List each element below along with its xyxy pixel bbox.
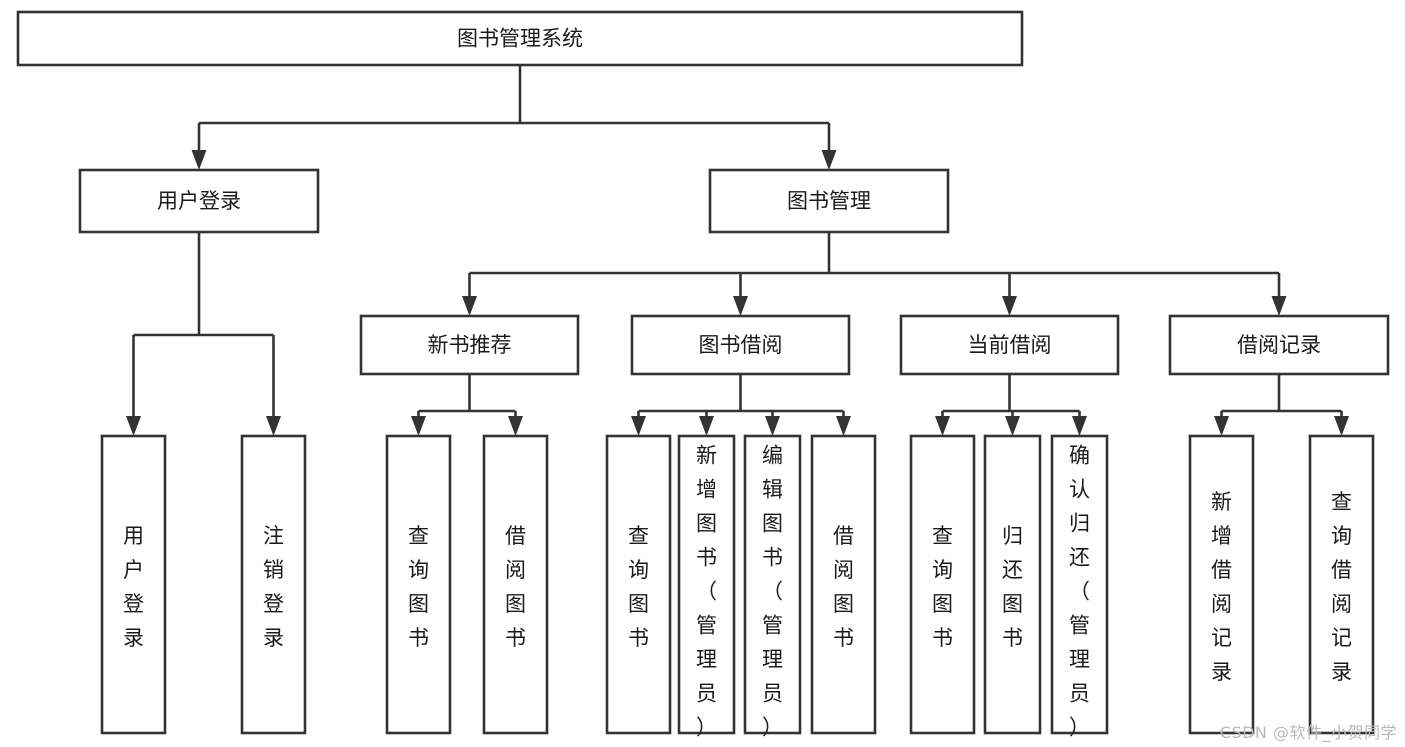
arrow-head-icon bbox=[1214, 416, 1229, 436]
node-label: 查询图书 bbox=[628, 524, 649, 650]
node-box bbox=[385, 434, 452, 735]
node-user-login[interactable]: 用户登录 bbox=[78, 168, 320, 234]
edges-layer bbox=[126, 65, 1349, 436]
arrow-head-icon bbox=[1002, 296, 1017, 316]
node-box bbox=[1168, 314, 1390, 376]
node-leaf-query-book-1[interactable]: 查询图书 bbox=[385, 434, 452, 735]
arrow-head-icon bbox=[191, 150, 207, 170]
node-label: 用户登录 bbox=[157, 189, 241, 213]
node-current-borrow[interactable]: 当前借阅 bbox=[899, 314, 1120, 376]
node-box bbox=[1308, 434, 1375, 735]
node-book-manage[interactable]: 图书管理 bbox=[708, 168, 950, 234]
nodes-layer: 图书管理系统用户登录图书管理新书推荐图书借阅当前借阅借阅记录用户登录注销登录查询… bbox=[16, 10, 1390, 740]
node-leaf-query-book-3[interactable]: 查询图书 bbox=[909, 434, 976, 735]
node-leaf-logout[interactable]: 注销登录 bbox=[240, 434, 307, 735]
node-label: 编辑图书（管理员） bbox=[762, 444, 783, 740]
node-book-borrow[interactable]: 图书借阅 bbox=[630, 314, 851, 376]
node-leaf-add-record[interactable]: 新增借阅记录 bbox=[1188, 434, 1255, 735]
node-label: 用户登录 bbox=[123, 524, 144, 650]
arrow-head-icon bbox=[1072, 416, 1087, 436]
node-label: 注销登录 bbox=[263, 524, 284, 650]
arrow-head-icon bbox=[765, 416, 780, 436]
arrow-head-icon bbox=[1005, 416, 1020, 436]
node-box bbox=[1050, 434, 1109, 735]
arrow-head-icon bbox=[411, 416, 426, 436]
node-root[interactable]: 图书管理系统 bbox=[16, 10, 1024, 67]
node-leaf-return-book[interactable]: 归还图书 bbox=[983, 434, 1042, 735]
node-leaf-user-login[interactable]: 用户登录 bbox=[100, 434, 167, 735]
node-label: 新增图书（管理员） bbox=[696, 444, 717, 740]
node-box bbox=[359, 314, 580, 376]
node-leaf-query-book-2[interactable]: 查询图书 bbox=[605, 434, 672, 735]
node-box bbox=[100, 434, 167, 735]
node-box bbox=[899, 314, 1120, 376]
node-label: 查询借阅记录 bbox=[1331, 490, 1352, 684]
node-box bbox=[677, 434, 736, 735]
arrow-head-icon bbox=[935, 416, 950, 436]
node-label: 新书推荐 bbox=[428, 333, 512, 357]
node-label: 确认归还（管理员） bbox=[1069, 444, 1090, 740]
node-new-book-rec[interactable]: 新书推荐 bbox=[359, 314, 580, 376]
arrow-head-icon bbox=[733, 296, 748, 316]
node-label: 归还图书 bbox=[1002, 524, 1023, 650]
node-box bbox=[482, 434, 549, 735]
node-label: 图书借阅 bbox=[699, 333, 783, 357]
node-label: 新增借阅记录 bbox=[1211, 490, 1232, 684]
node-box bbox=[983, 434, 1042, 735]
arrow-head-icon bbox=[1334, 416, 1349, 436]
node-leaf-add-book[interactable]: 新增图书（管理员） bbox=[677, 434, 736, 740]
node-borrow-record[interactable]: 借阅记录 bbox=[1168, 314, 1390, 376]
arrow-head-icon bbox=[266, 416, 281, 436]
node-label: 借阅图书 bbox=[833, 524, 854, 650]
arrow-head-icon bbox=[836, 416, 851, 436]
node-label: 借阅图书 bbox=[505, 524, 526, 650]
node-box bbox=[78, 168, 320, 234]
node-leaf-borrow-book-1[interactable]: 借阅图书 bbox=[482, 434, 549, 735]
node-box bbox=[810, 434, 877, 735]
node-label: 借阅记录 bbox=[1237, 333, 1321, 357]
node-box bbox=[909, 434, 976, 735]
node-box bbox=[743, 434, 802, 735]
node-box bbox=[630, 314, 851, 376]
node-leaf-query-record[interactable]: 查询借阅记录 bbox=[1308, 434, 1375, 735]
node-label: 查询图书 bbox=[932, 524, 953, 650]
arrow-head-icon bbox=[462, 296, 477, 316]
node-leaf-borrow-book-2[interactable]: 借阅图书 bbox=[810, 434, 877, 735]
arrow-head-icon bbox=[699, 416, 714, 436]
node-box bbox=[1188, 434, 1255, 735]
arrow-head-icon bbox=[126, 416, 141, 436]
node-box bbox=[240, 434, 307, 735]
node-box bbox=[708, 168, 950, 234]
arrow-head-icon bbox=[508, 416, 523, 436]
node-label: 当前借阅 bbox=[968, 333, 1052, 357]
node-label: 图书管理系统 bbox=[457, 27, 583, 51]
arrow-head-icon bbox=[1271, 296, 1287, 316]
node-label: 图书管理 bbox=[787, 189, 871, 213]
node-label: 查询图书 bbox=[408, 524, 429, 650]
node-leaf-confirm-return[interactable]: 确认归还（管理员） bbox=[1050, 434, 1109, 740]
arrow-head-icon bbox=[821, 150, 837, 170]
arrow-head-icon bbox=[631, 416, 646, 436]
node-box bbox=[605, 434, 672, 735]
node-leaf-edit-book[interactable]: 编辑图书（管理员） bbox=[743, 434, 802, 740]
node-box bbox=[16, 10, 1024, 67]
